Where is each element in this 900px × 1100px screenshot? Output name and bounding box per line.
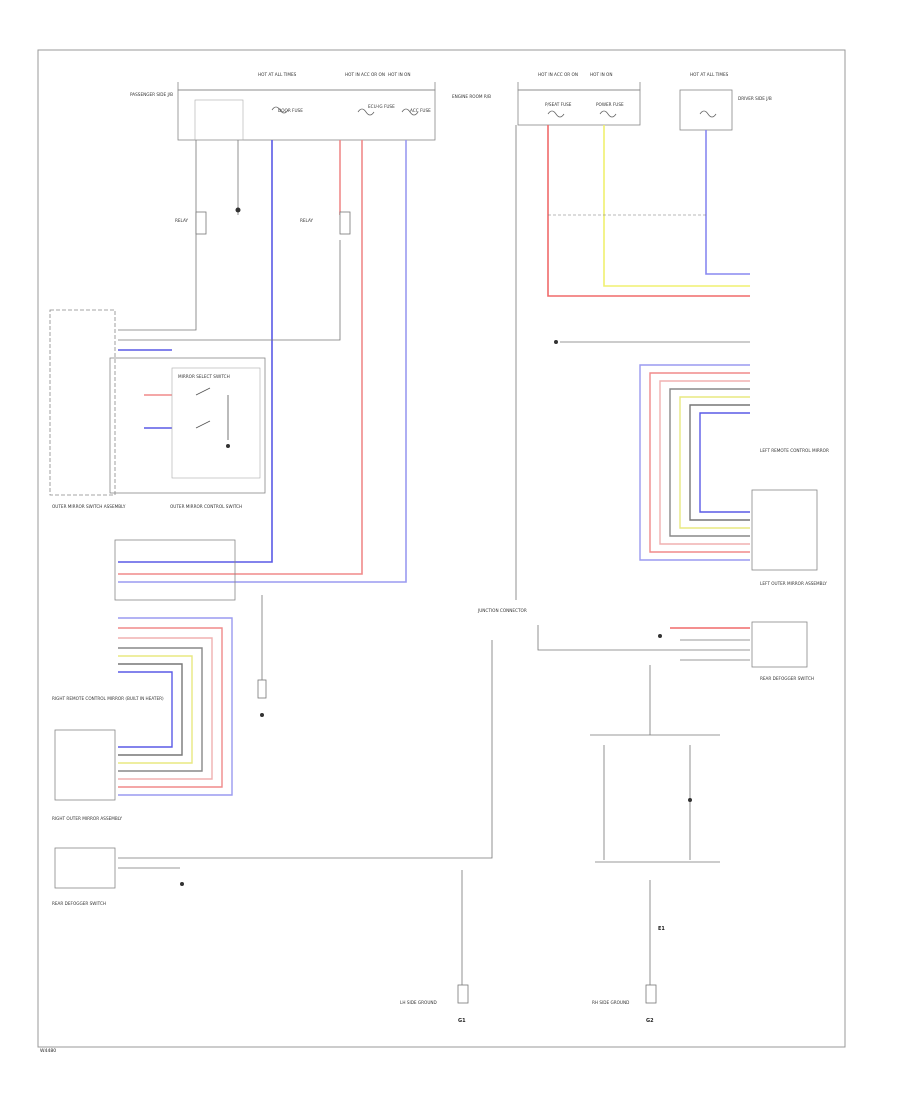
left-wire-harness <box>118 140 407 583</box>
label-ground-code-3: E1 <box>658 926 665 932</box>
label-fuse-door: DOOR FUSE <box>278 108 303 113</box>
top-left-fuse-block: HOT AT ALL TIMES HOT IN ACC OR ON HOT IN… <box>130 72 491 141</box>
label-fuse-pwr: P/SEAT FUSE <box>545 102 572 107</box>
label-ground-left: LH SIDE GROUND <box>400 1000 437 1005</box>
label-rear-switch-right: REAR DEFOGGER SWITCH <box>760 676 814 681</box>
label-hot-4: HOT IN ACC OR ON <box>538 72 578 77</box>
label-fuse-acc: ACC FUSE <box>410 108 431 113</box>
label-ground-code-2: G2 <box>646 1018 654 1024</box>
label-mirror-switch: OUTER MIRROR SWITCH ASSEMBLY <box>52 504 126 509</box>
junction-and-rear-defogger-right: JUNCTION CONNECTOR REAR DEFOGGER SWITCH … <box>477 608 814 1024</box>
label-hot-1: HOT AT ALL TIMES <box>258 72 297 77</box>
diagram-frame <box>37 49 846 1048</box>
label-junction: JUNCTION CONNECTOR <box>477 608 527 613</box>
label-left-motor: LEFT OUTER MIRROR ASSEMBLY <box>760 581 827 586</box>
label-relay-2: RELAY <box>300 218 314 223</box>
left-components: RELAY RELAY <box>175 207 351 235</box>
label-left-mirror: LEFT REMOTE CONTROL MIRROR <box>760 448 829 453</box>
label-hot-2: HOT IN ACC OR ON <box>345 72 385 77</box>
outer-mirror-switch-assembly: MIRROR SELECT SWITCH OUTER MIRROR SWITCH… <box>49 309 266 509</box>
label-fuse-pwr2: POWER FUSE <box>596 102 624 107</box>
rear-defogger-switch-left: REAR DEFOGGER SWITCH LH SIDE GROUND G1 <box>52 640 493 1024</box>
label-hot-3: HOT IN ON <box>388 72 410 77</box>
right-mirror-block: RIGHT REMOTE CONTROL MIRROR (BUILT IN HE… <box>52 539 267 821</box>
label-driver-jb: DRIVER SIDE J/B <box>738 96 772 101</box>
label-fuse-ecu: ECU-IG FUSE <box>368 104 395 109</box>
label-engine-room: ENGINE ROOM R/B <box>452 94 491 99</box>
label-ground-right: RH SIDE GROUND <box>592 1000 629 1005</box>
label-mirror-control: OUTER MIRROR CONTROL SWITCH <box>170 504 242 509</box>
footer-code: W4480 <box>40 1048 56 1054</box>
right-wire-harness <box>515 125 750 600</box>
label-ground-code-1: G1 <box>458 1018 466 1024</box>
label-mirror-select: MIRROR SELECT SWITCH <box>178 374 230 379</box>
label-hot-6: HOT AT ALL TIMES <box>690 72 729 77</box>
label-right-mirror: RIGHT REMOTE CONTROL MIRROR (BUILT IN HE… <box>52 696 164 701</box>
label-rear-switch-left: REAR DEFOGGER SWITCH <box>52 901 106 906</box>
label-hot-5: HOT IN ON <box>590 72 612 77</box>
label-right-motor: RIGHT OUTER MIRROR ASSEMBLY <box>52 816 123 821</box>
label-relay-1: RELAY <box>175 218 189 223</box>
label-passenger-jb: PASSENGER SIDE J/B <box>130 92 173 97</box>
left-mirror-block: LEFT REMOTE CONTROL MIRROR LEFT OUTER MI… <box>554 340 829 586</box>
